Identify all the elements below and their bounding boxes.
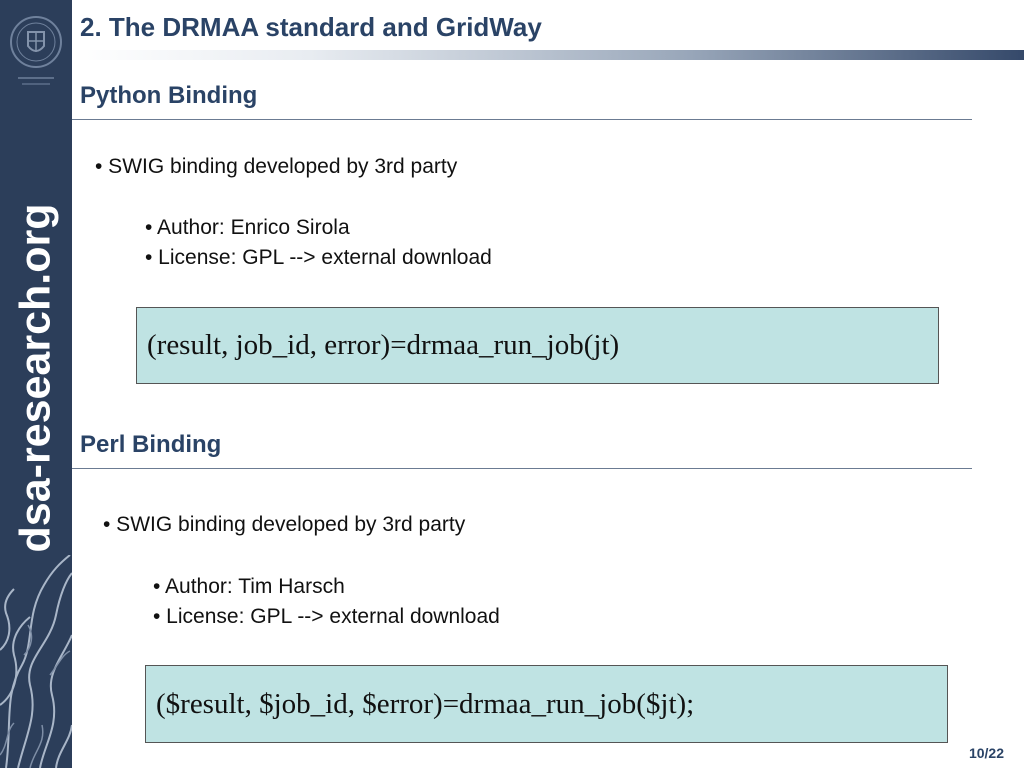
sub-bullet-item: • Author: Tim Harsch — [153, 575, 345, 598]
code-box-python: (result, job_id, error)=drmaa_run_job(jt… — [136, 307, 939, 384]
page-number: 10/22 — [968, 745, 1004, 761]
decorative-tendrils-icon — [0, 555, 72, 768]
code-text: (result, job_id, error)=drmaa_run_job(jt… — [147, 329, 620, 361]
section-divider — [72, 468, 972, 469]
title-gradient-bar — [72, 50, 1024, 60]
section-heading-perl: Perl Binding — [80, 431, 222, 458]
sub-bullet-item: • License: GPL --> external download — [153, 605, 500, 628]
code-text: ($result, $job_id, $error)=drmaa_run_job… — [156, 687, 695, 720]
sidebar-brand-text: dsa-research.org — [11, 203, 60, 553]
sidebar: dsa-research.org — [0, 0, 72, 768]
sub-bullet-item: • Author: Enrico Sirola — [145, 216, 350, 239]
bullet-item: • SWIG binding developed by 3rd party — [95, 155, 458, 178]
sub-bullet-item: • License: GPL --> external download — [145, 246, 492, 269]
university-seal-icon — [10, 16, 62, 85]
bullet-item: • SWIG binding developed by 3rd party — [103, 513, 466, 536]
code-box-perl: ($result, $job_id, $error)=drmaa_run_job… — [145, 665, 948, 743]
section-divider — [72, 119, 972, 120]
slide-title: 2. The DRMAA standard and GridWay — [80, 12, 542, 42]
section-heading-python: Python Binding — [80, 82, 258, 109]
